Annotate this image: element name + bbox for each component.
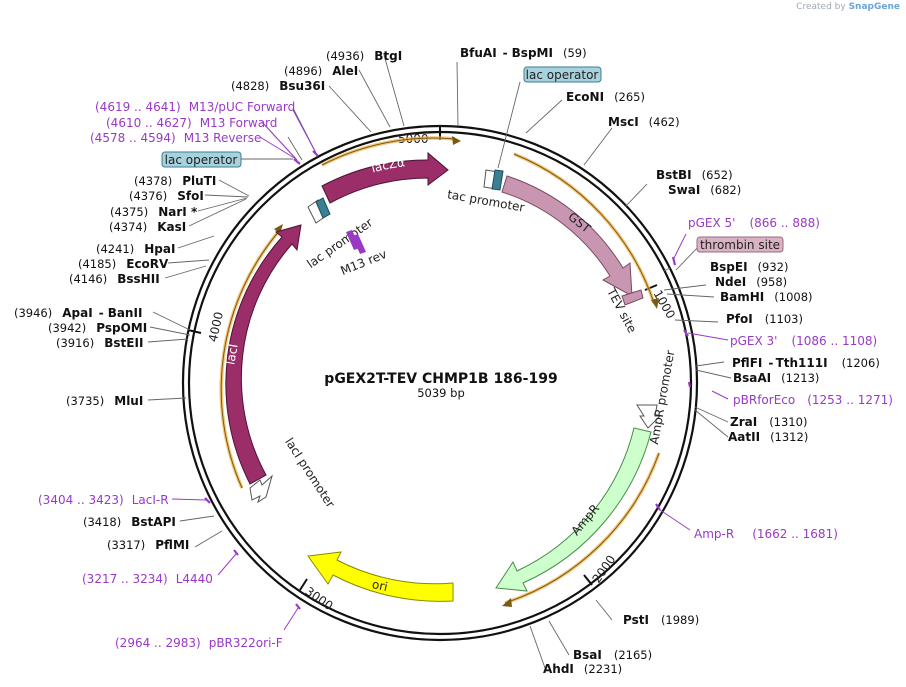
site-ZraI[interactable]: ZraI(1310) xyxy=(730,415,807,429)
GST-feature[interactable]: GST xyxy=(501,175,633,297)
lacI-promoter-label: lacI promoter xyxy=(282,435,338,510)
site-ApaI-BanII[interactable]: (3946)ApaI-BanII xyxy=(14,306,142,320)
lacI-feature[interactable]: lacI xyxy=(223,224,302,485)
site-MluI[interactable]: (3735)MluI xyxy=(66,394,143,408)
site-HpaI[interactable]: (4241)HpaI xyxy=(96,242,175,256)
lac-operator-left-label: lac operator xyxy=(165,153,238,167)
site-PfoI[interactable]: PfoI(1103) xyxy=(726,312,803,326)
site-KasI[interactable]: (4374)KasI xyxy=(109,220,186,234)
lac-operator-left[interactable]: lac operator xyxy=(161,151,242,168)
site-PluTI[interactable]: (4378)PluTI xyxy=(134,174,216,188)
site-AatII[interactable]: AatII(1312) xyxy=(728,430,808,444)
primer-marks xyxy=(204,150,692,610)
site-BspEI[interactable]: BspEI(932) xyxy=(710,260,788,274)
primer-mark-pBR322ori xyxy=(295,603,301,610)
site-PflMI[interactable]: (3317)PflMI xyxy=(107,538,189,552)
primer-mark-M13F xyxy=(293,158,301,165)
primer-pGEX5[interactable]: pGEX 5'(866 .. 888) xyxy=(688,216,820,230)
tick-4000 xyxy=(187,329,202,334)
primer-mark-pBRforEco xyxy=(687,381,692,388)
site-NarI[interactable]: (4375)NarI * xyxy=(110,205,198,219)
site-NdeI[interactable]: NdeI(958) xyxy=(715,275,787,289)
primer-L4440[interactable]: (3217 .. 3234)L4440 xyxy=(82,572,213,586)
primer-M13R[interactable]: (4578 .. 4594)M13 Reverse xyxy=(90,131,261,145)
site-SwaI[interactable]: SwaI(682) xyxy=(668,183,741,197)
lacZa-feature[interactable]: lacZα xyxy=(321,151,449,204)
site-BtgI[interactable]: (4936)BtgI xyxy=(326,49,402,63)
primer-AmpR[interactable]: Amp-R(1662 .. 1681) xyxy=(694,527,838,541)
site-AhdI[interactable]: AhdI(2231) xyxy=(543,662,622,676)
ori-label: ori xyxy=(371,577,389,594)
site-EcoNI[interactable]: EcoNI(265) xyxy=(566,90,645,104)
primer-pGEX3[interactable]: pGEX 3'(1086 .. 1108) xyxy=(730,334,877,348)
site-BfuAI-BspMI[interactable]: BfuAI-BspMI(59) xyxy=(460,46,587,60)
tick-2000 xyxy=(583,574,593,586)
site-AleI[interactable]: (4896)AleI xyxy=(284,64,358,78)
primer-LacIR[interactable]: (3404 .. 3423)LacI-R xyxy=(38,493,169,507)
site-BstAPI[interactable]: (3418)BstAPI xyxy=(83,515,176,529)
snapgene-credit: Created by SnapGene xyxy=(796,2,900,12)
tick-1000 xyxy=(644,284,658,291)
site-BstEII[interactable]: (3916)BstEII xyxy=(56,336,143,350)
site-MscI[interactable]: MscI(462) xyxy=(608,115,680,129)
AmpR-promoter-label: AmpR promoter xyxy=(647,349,677,445)
site-BstBI[interactable]: BstBI(652) xyxy=(656,168,733,182)
primer-M13F[interactable]: (4610 .. 4627)M13 Forward xyxy=(106,116,277,130)
primer-pBRforEco[interactable]: pBRforEco(1253 .. 1271) xyxy=(733,393,893,407)
lacI-label: lacI xyxy=(223,343,240,366)
lac-operator-top[interactable]: lac operator xyxy=(523,66,602,83)
primer-leaders xyxy=(171,109,729,631)
primer-mark-AmpR xyxy=(655,503,661,511)
site-PflFI-Tth111I[interactable]: PflFI-Tth111I(1206) xyxy=(732,356,880,370)
lac-operator-top-label: lac operator xyxy=(526,68,599,82)
primer-mark-pGEX3 xyxy=(683,329,689,337)
credit-prefix: Created by xyxy=(796,2,846,12)
site-BsaI[interactable]: BsaI(2165) xyxy=(573,648,652,662)
thrombin-site[interactable]: thrombin site xyxy=(696,236,784,253)
tick-label-4000: 4000 xyxy=(206,310,226,343)
tick-label-2000: 2000 xyxy=(589,553,618,586)
thrombin-site-label: thrombin site xyxy=(700,238,780,252)
site-BsaAI[interactable]: BsaAI(1213) xyxy=(733,371,819,385)
site-EcoRV[interactable]: (4185)EcoRV xyxy=(78,257,169,271)
site-PstI[interactable]: PstI(1989) xyxy=(623,613,699,627)
primer-pBR322ori[interactable]: (2964 .. 2983)pBR322ori-F xyxy=(115,636,283,650)
tac-promoter-left[interactable] xyxy=(307,197,331,224)
orf-arc-lines xyxy=(220,137,660,604)
primer-mark-LacIR xyxy=(204,497,211,504)
ori-feature[interactable]: ori xyxy=(307,551,454,602)
primer-mark-pGEX5 xyxy=(671,256,677,266)
site-BamHI[interactable]: BamHI(1008) xyxy=(720,290,813,304)
primer-mark-L4440 xyxy=(233,549,239,556)
primer-M13pUC[interactable]: (4619 .. 4641)M13/pUC Forward xyxy=(95,100,295,114)
site-SfoI[interactable]: (4376)SfoI xyxy=(129,189,204,203)
plasmid-size: 5039 bp xyxy=(417,386,465,400)
tick-3000 xyxy=(299,578,308,591)
site-PspOMI[interactable]: (3942)PspOMI xyxy=(48,321,147,335)
primer-mark-M13pUC xyxy=(312,150,319,157)
plasmid-title: pGEX2T-TEV CHMP1B 186-199 xyxy=(324,371,557,387)
credit-brand: SnapGene xyxy=(848,2,900,12)
site-Bsu36I[interactable]: (4828)Bsu36I xyxy=(231,79,325,93)
TEV-site-feature[interactable]: TEV site xyxy=(604,285,644,335)
site-BssHII[interactable]: (4146)BssHII xyxy=(69,272,160,286)
